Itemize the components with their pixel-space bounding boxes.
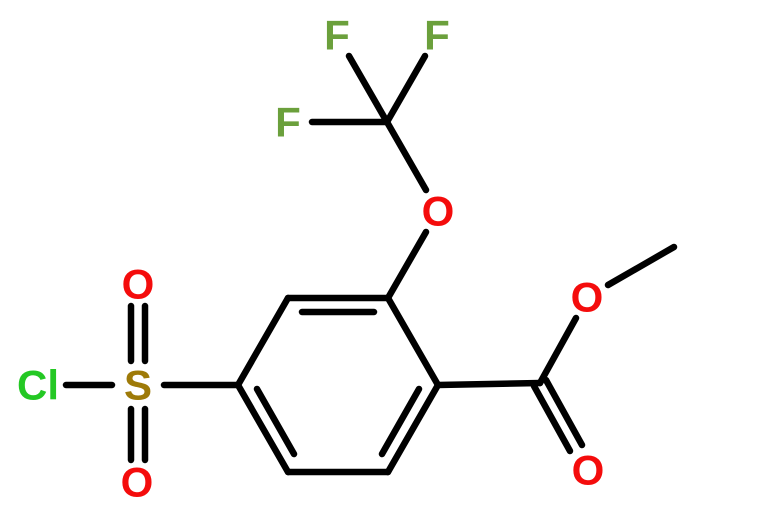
bond-ester-c-to-o-single xyxy=(536,314,580,387)
bond-cf3-to-ether-o xyxy=(383,118,430,194)
bond-carbonyl-double-a xyxy=(542,376,586,449)
atom-label-o: O xyxy=(121,459,154,506)
atom-label-o: O xyxy=(122,261,155,308)
atom-label-f: F xyxy=(324,12,350,59)
bond-ring-top-right xyxy=(384,294,442,389)
bond-ring-bottom-left xyxy=(234,381,292,476)
bond-ring-right-inner-double xyxy=(378,385,423,458)
atom-label-cl: Cl xyxy=(17,362,59,409)
bond-ring-top-left xyxy=(234,294,292,389)
atom-label-f: F xyxy=(275,99,301,146)
bond-ring-left-inner-double xyxy=(253,385,298,458)
bond-ring-bottom-right xyxy=(384,381,442,476)
bond-carbonyl-double-b xyxy=(530,382,574,455)
bond-ring-to-ester-c xyxy=(434,379,544,389)
bond-ether-o-to-ring xyxy=(384,228,430,302)
bond-cf3-to-f-top-left xyxy=(345,52,391,126)
atom-label-o: O xyxy=(572,447,605,494)
atom-label-f: F xyxy=(424,12,450,59)
atom-label-o: O xyxy=(422,188,455,235)
bond-ester-o-to-methyl xyxy=(604,243,678,289)
bond-cf3-to-f-top-right xyxy=(383,52,429,126)
atom-label-s: S xyxy=(124,362,152,409)
atom-label-o: O xyxy=(571,274,604,321)
